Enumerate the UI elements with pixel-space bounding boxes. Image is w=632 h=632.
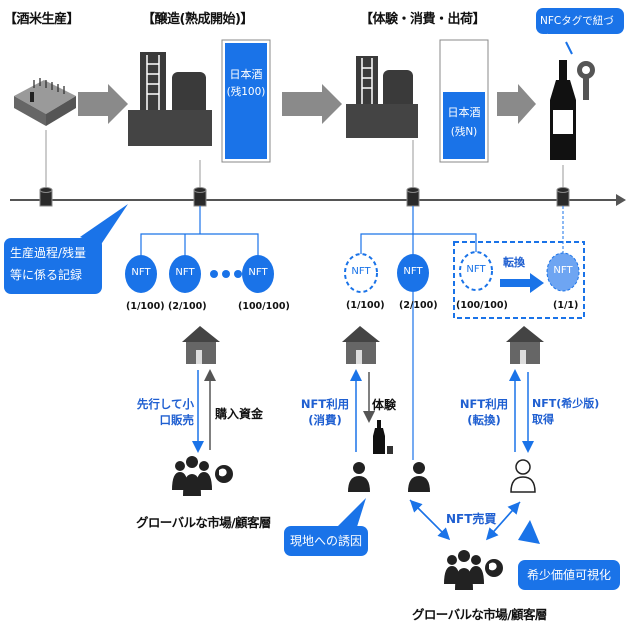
nft-count: (2/100) [168, 301, 207, 312]
nft-count: (1/1) [553, 300, 579, 311]
stage-rice: 【酒米生産】 [4, 12, 80, 27]
use-consume-label: NFT利用(消費) [300, 397, 350, 427]
nft-label: NFT [131, 267, 151, 278]
trade-label: NFT売買 [446, 512, 497, 526]
rice-field-icon [14, 78, 76, 126]
house-icon [182, 326, 220, 364]
presale-label: 先行して小口販売 [136, 397, 194, 427]
nft-count: (1/100) [346, 300, 385, 311]
tank-full-name: 日本酒 [229, 68, 263, 81]
bottom-market-label: グローバルな市場/顧客層 [412, 607, 547, 622]
experience-label: 体験 [372, 398, 397, 412]
stage-brew: 【醸造(熟成開始)】 [142, 12, 253, 27]
nfc-tag-icon [577, 61, 595, 100]
nfc-label: NFCタグで紐づけ [536, 8, 624, 45]
transfer-arrow [500, 273, 544, 293]
nft-count: (2/100) [399, 300, 438, 311]
nft-token [397, 254, 429, 292]
transfer-label: 転換 [503, 256, 525, 269]
sake-tank-partial [443, 92, 485, 159]
brewery-icon [128, 52, 212, 146]
nft-count: (100/100) [456, 300, 508, 311]
nft-token-used [344, 253, 378, 293]
ellipsis-dots [210, 270, 242, 278]
acquire-label: NFT(希少版)取得 [532, 397, 600, 426]
nft-count: (100/100) [238, 301, 290, 312]
trader-person-icon [408, 462, 430, 492]
invite-bubble: 現地への誘因 [284, 526, 368, 556]
left-market-label: グローバルな市場/顧客層 [136, 515, 271, 530]
nft-token-converted [459, 251, 493, 291]
tank-full-remaining: (残100) [226, 86, 266, 98]
tank-partial-name: 日本酒 [447, 106, 481, 119]
rarity-bubble: 希少価値可視化 [518, 560, 620, 590]
process-arrow-1 [78, 84, 128, 124]
house-icon [342, 326, 380, 364]
consumer-person-icon [348, 462, 370, 492]
nft-token [169, 255, 201, 293]
bottle-glass-icon [373, 420, 393, 454]
use-transfer-label: NFT利用(転換) [459, 397, 509, 427]
funds-label: 購入資金 [215, 407, 264, 421]
stage-experience: 【体験・消費・出荷】 [360, 12, 486, 27]
nft-label: NFT [403, 266, 423, 277]
nft-token [242, 255, 274, 293]
shipping-brewery-icon [346, 56, 418, 138]
process-arrow-2 [282, 84, 342, 124]
nft-label: NFT [175, 267, 195, 278]
crowd-icon [172, 456, 212, 496]
globe-icon [215, 465, 233, 483]
sake-bottle-icon [550, 60, 576, 160]
conversion-box [453, 241, 585, 319]
globe-icon [485, 559, 503, 577]
crowd-icon [444, 550, 484, 590]
process-arrow-3 [497, 84, 536, 124]
nft-label: NFT [351, 266, 371, 277]
nft-count: (1/100) [126, 301, 165, 312]
record-bubble: 生産過程/残量等に係る記録 [4, 238, 102, 294]
house-icon [506, 326, 544, 364]
collector-person-icon [510, 459, 536, 493]
nft-label: NFT [248, 267, 268, 278]
nft-rare-token [546, 252, 580, 292]
nft-label: NFT [466, 264, 486, 275]
nft-token [125, 255, 157, 293]
nft-label: NFT [553, 265, 573, 276]
tank-partial-remaining: (残N) [450, 126, 478, 138]
ledger-icon [39, 187, 570, 207]
sake-tank-full [225, 43, 267, 159]
